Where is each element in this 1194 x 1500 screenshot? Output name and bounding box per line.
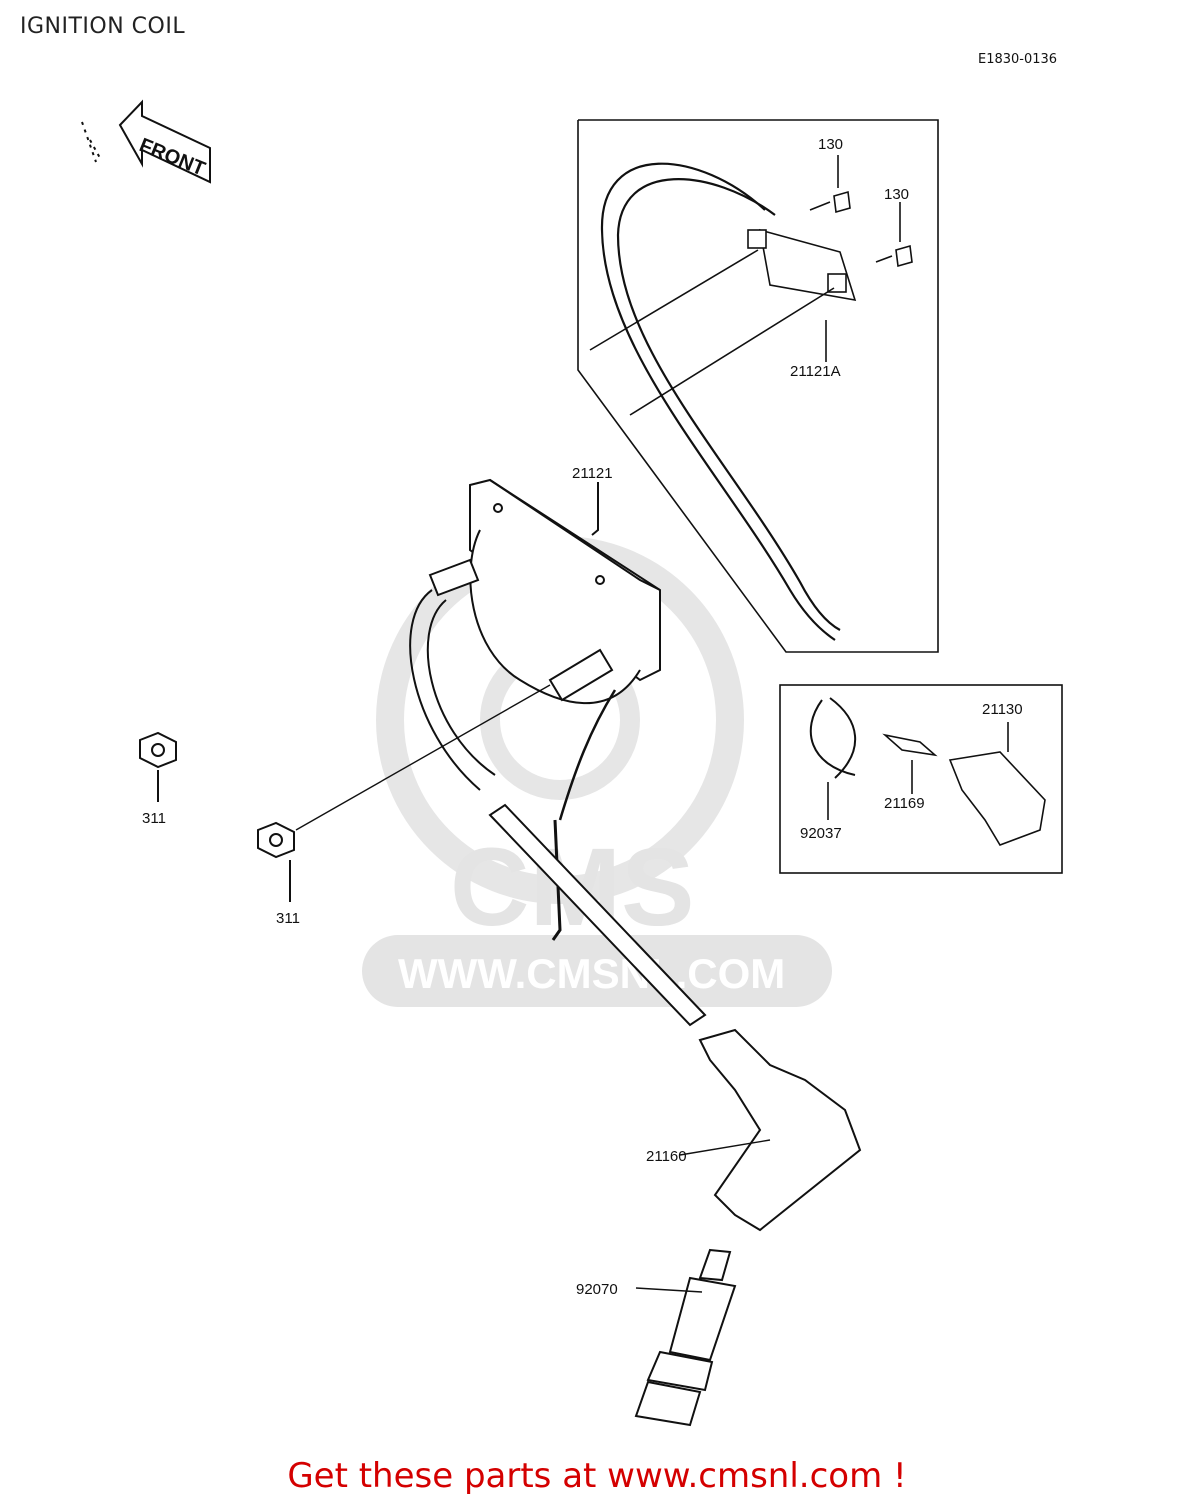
- footer-parts-link[interactable]: Get these parts at www.cmsnl.com !: [287, 1456, 907, 1496]
- callout-bolt-b: 130: [884, 186, 909, 203]
- callout-clip: 21169: [884, 795, 925, 812]
- spark-plug: [634, 1248, 737, 1427]
- plug-cap: [679, 1028, 862, 1232]
- callout-nut-left: 311: [142, 810, 166, 827]
- callout-bolt-a: 130: [818, 136, 843, 153]
- callout-plug-cap: 21160: [646, 1148, 687, 1165]
- front-arrow: FRONT: [81, 99, 211, 184]
- callout-cap-alt: 21130: [982, 701, 1023, 718]
- callout-coil-main: 21121: [572, 465, 613, 482]
- watermark-url: WWW.CMSNL.COM: [398, 950, 785, 997]
- inset-cap-parts: [779, 684, 1063, 874]
- callout-spark-plug: 92070: [576, 1281, 618, 1298]
- main-coil: [409, 478, 707, 1027]
- callout-coil-alt: 21121A: [790, 363, 841, 380]
- inset-coil-alt: [577, 119, 939, 653]
- nuts: [139, 684, 551, 902]
- callout-wire: 92037: [800, 825, 842, 842]
- diagram-code: E1830-0136: [978, 52, 1058, 67]
- page-title: IGNITION COIL: [20, 14, 186, 39]
- callout-nut-center: 311: [276, 910, 300, 927]
